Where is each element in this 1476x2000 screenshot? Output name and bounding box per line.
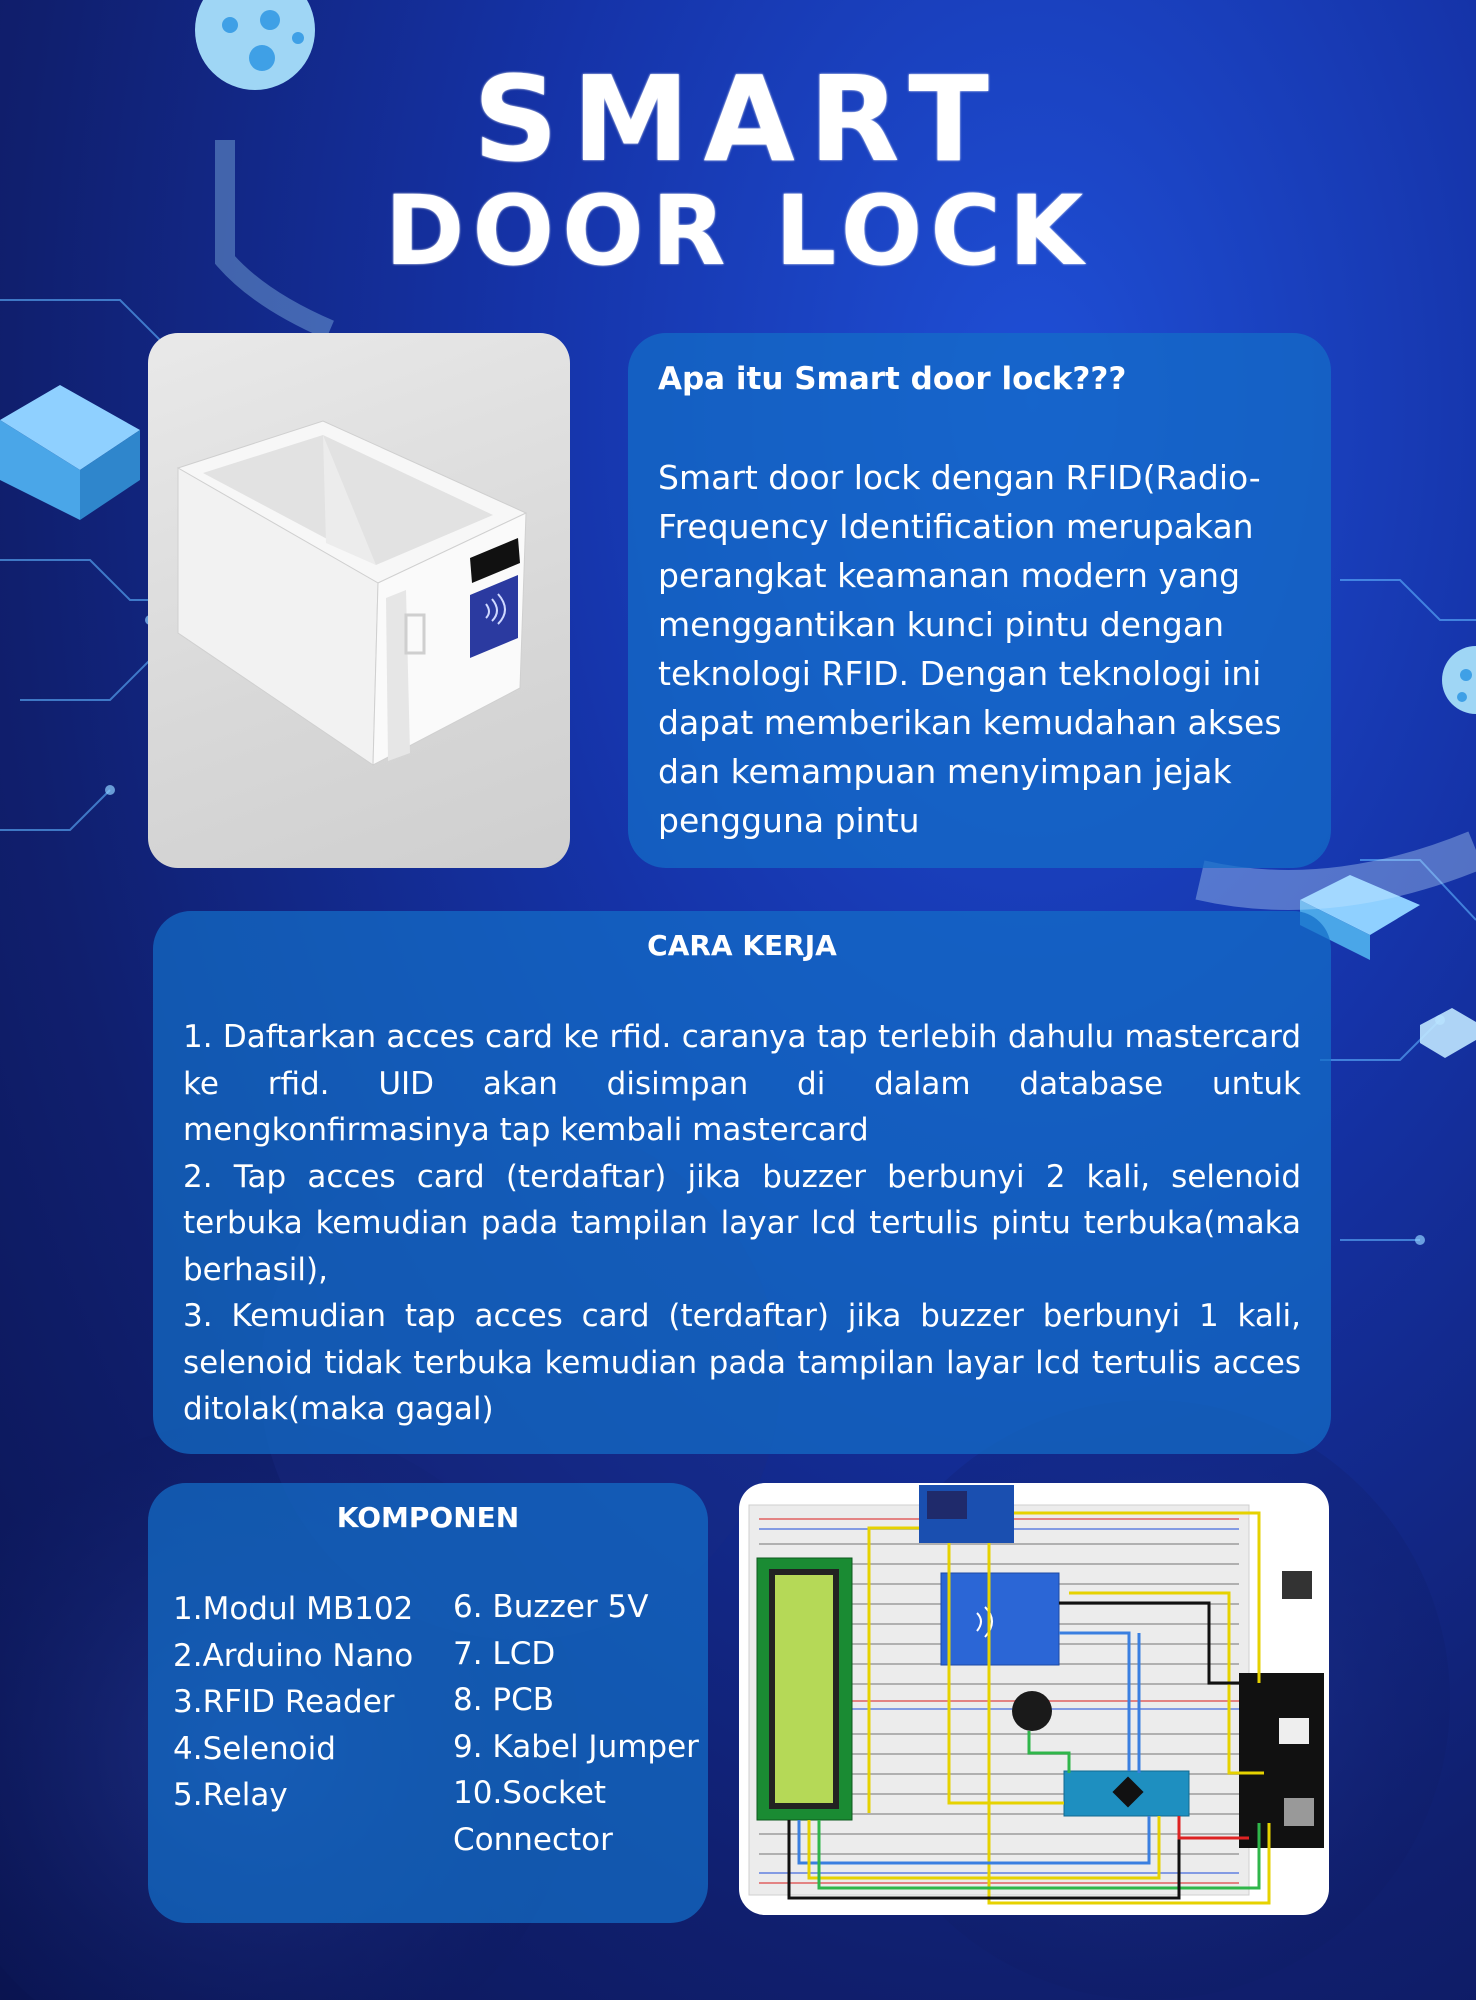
list-item: 5.Relay	[173, 1777, 288, 1813]
step-item: 3. Kemudian tap acces card (terdaftar) j…	[183, 1298, 1301, 1427]
list-item: 4.Selenoid	[173, 1730, 336, 1767]
list-item: 10.Socket Connector	[453, 1775, 613, 1858]
product-photo	[148, 333, 570, 868]
list-item: 1.Modul MB102	[173, 1591, 414, 1627]
socket-connector	[1282, 1571, 1312, 1599]
cara-kerja-panel: CARA KERJA 1. Daftarkan acces card ke rf…	[153, 911, 1331, 1454]
komponen-list-2: 6. Buzzer 5V 7. LCD 8. PCB 9. Kabel Jump…	[453, 1584, 703, 1863]
komponen-panel: KOMPONEN 1.Modul MB102 2.Arduino Nano 3.…	[148, 1483, 708, 1923]
about-heading: Apa itu Smart door lock???	[658, 361, 1127, 397]
buzzer	[1012, 1691, 1052, 1731]
cara-kerja-heading: CARA KERJA	[647, 929, 837, 962]
about-panel: Apa itu Smart door lock??? Smart door lo…	[628, 333, 1331, 868]
step-item: 1. Daftarkan acces card ke rfid. caranya…	[183, 1019, 1301, 1148]
about-body: Smart door lock dengan RFID(Radio-Freque…	[658, 458, 1282, 840]
komponen-list-1: 1.Modul MB102 2.Arduino Nano 3.RFID Read…	[173, 1586, 413, 1819]
cube-icon	[1420, 1008, 1476, 1058]
list-item: 7. LCD	[453, 1635, 556, 1672]
page-title-line2: DOOR LOCK	[384, 175, 1092, 287]
list-item: 3.RFID Reader	[173, 1684, 395, 1720]
list-item: 8. PCB	[453, 1682, 555, 1718]
bubble-dots-icon	[1442, 646, 1476, 714]
cara-kerja-steps: 1. Daftarkan acces card ke rfid. caranya…	[183, 1014, 1301, 1433]
list-item: 6. Buzzer 5V	[453, 1589, 649, 1625]
list-item: 9. Kabel Jumper	[453, 1728, 699, 1765]
list-item: 2.Arduino Nano	[173, 1637, 414, 1674]
step-item: 2. Tap acces card (terdaftar) jika buzze…	[183, 1158, 1301, 1288]
page-title-line1: SMART	[473, 50, 1003, 188]
rfid-reader	[940, 1572, 1060, 1666]
rfid-icon	[485, 593, 506, 625]
cube-icon	[0, 385, 140, 520]
circuit-diagram	[739, 1483, 1329, 1915]
komponen-heading: KOMPONEN	[336, 1501, 520, 1534]
